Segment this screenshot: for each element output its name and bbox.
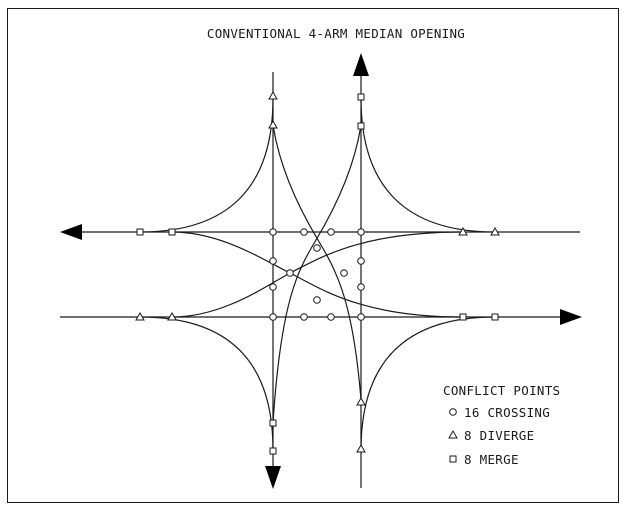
legend: CONFLICT POINTS 16 CROSSING 8 DIVERGE 8 … — [443, 383, 560, 467]
crossing-point — [327, 228, 335, 236]
crossing-point — [269, 283, 277, 291]
south-arrow-icon — [265, 466, 281, 489]
diverge-point — [268, 119, 278, 129]
legend-heading: CONFLICT POINTS — [443, 383, 560, 398]
merge-point — [357, 93, 365, 101]
merge-point — [491, 313, 499, 321]
diverge-point — [167, 311, 177, 321]
merge-point — [269, 419, 277, 427]
diverge-point — [268, 90, 278, 100]
merge-point — [168, 228, 176, 236]
crossing-point — [313, 244, 321, 252]
merge-point — [357, 122, 365, 130]
left-turn-curve-2 — [272, 124, 362, 424]
merge-point — [459, 313, 467, 321]
crossing-point — [269, 313, 277, 321]
roadways — [60, 72, 580, 488]
legend-item-diverge: 8 DIVERGE — [464, 428, 534, 443]
diverge-point — [356, 396, 366, 406]
crossing-point — [357, 257, 365, 265]
crossing-point — [357, 313, 365, 321]
crossing-point — [269, 228, 277, 236]
west-arrow-icon — [60, 224, 82, 240]
merge-point — [269, 447, 277, 455]
crossing-point — [300, 313, 308, 321]
merge-point — [136, 228, 144, 236]
legend-item-merge: 8 MERGE — [464, 452, 519, 467]
east-arrow-icon — [560, 309, 582, 325]
crossing-point — [357, 228, 365, 236]
crossing-point — [300, 228, 308, 236]
crossing-point — [313, 296, 321, 304]
crossing-point — [357, 283, 365, 291]
diverge-point — [490, 226, 500, 236]
crossing-points — [269, 228, 365, 321]
diagram-title: CONVENTIONAL 4-ARM MEDIAN OPENING — [207, 26, 465, 41]
diverge-point — [356, 443, 366, 453]
crossing-point — [286, 269, 294, 277]
diverge-point — [458, 226, 468, 236]
legend-square-icon — [449, 455, 457, 463]
direction-arrows — [60, 53, 582, 489]
merge-points — [136, 93, 499, 455]
legend-triangle-icon — [448, 429, 458, 439]
crossing-point — [327, 313, 335, 321]
left-turn-curve-1 — [272, 124, 362, 401]
legend-item-crossing: 16 CROSSING — [464, 405, 550, 420]
diagram-frame — [7, 8, 619, 503]
crossing-point — [340, 269, 348, 277]
right-turn-curve-nw — [139, 97, 274, 233]
diverge-point — [135, 311, 145, 321]
north-arrow-icon — [353, 53, 369, 76]
right-turn-curve-ne — [360, 97, 496, 233]
turning-movements — [139, 97, 496, 451]
diverge-points — [135, 90, 500, 453]
right-turn-curve-sw — [139, 316, 274, 451]
crossing-point — [269, 257, 277, 265]
legend-circle-icon — [449, 408, 457, 416]
